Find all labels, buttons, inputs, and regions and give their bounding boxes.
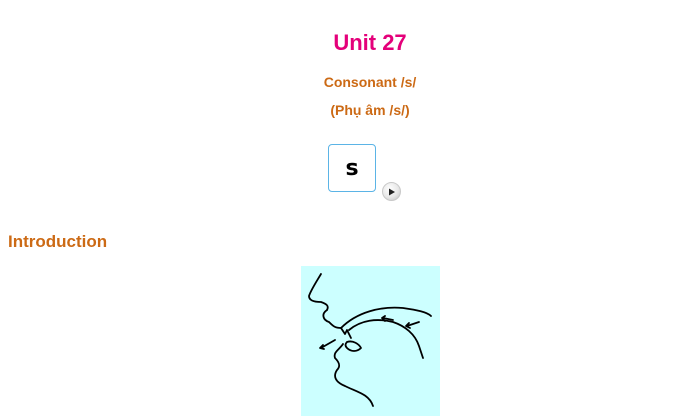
phoneme-symbol-box: s	[328, 144, 376, 192]
play-audio-button[interactable]	[382, 182, 401, 201]
mouth-diagram-image	[301, 266, 440, 416]
page-title: Unit 27	[333, 30, 407, 55]
play-icon	[389, 188, 395, 195]
page-subtitle: Consonant /s/	[323, 74, 417, 90]
phoneme-symbol: s	[345, 155, 359, 181]
section-heading-introduction: Introduction	[8, 232, 108, 251]
page-subtitle-vietnamese: (Phụ âm /s/)	[330, 102, 410, 118]
